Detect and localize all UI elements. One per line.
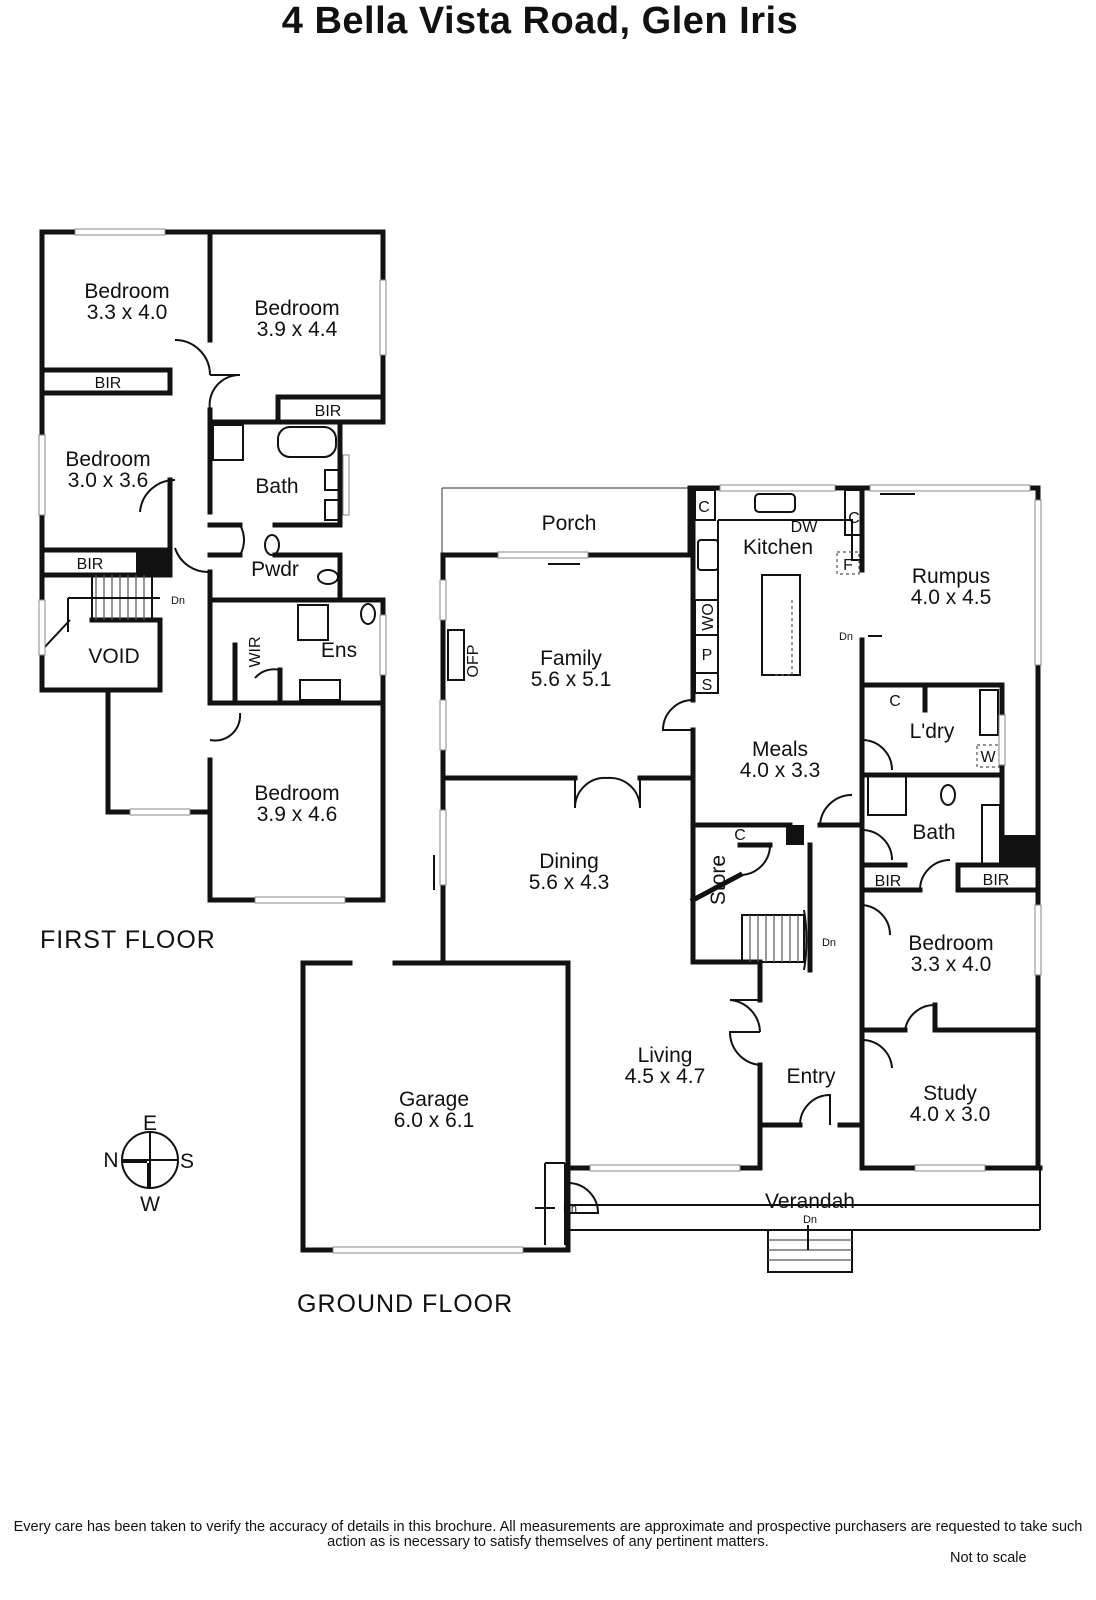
room-size: 3.3 x 4.0 <box>911 953 992 976</box>
room-name: Ens <box>321 639 357 662</box>
disclaimer: Every care has been taken to verify the … <box>13 1519 1083 1550</box>
ground-floor-walls <box>300 484 1043 1273</box>
bir-label: BIR <box>983 872 1010 889</box>
pantry-label: P <box>702 647 713 664</box>
room-name: Store <box>707 855 730 905</box>
bir-label: BIR <box>875 873 902 890</box>
room-name: Entry <box>786 1065 836 1088</box>
room-name: Bedroom <box>254 297 339 320</box>
room-size: 4.0 x 3.0 <box>910 1103 991 1126</box>
shelves-label: S <box>702 677 713 694</box>
fridge-label: F <box>843 557 853 574</box>
ground-floor-label: GROUND FLOOR <box>297 1290 513 1318</box>
not-to-scale-note: Not to scale <box>950 1550 1027 1566</box>
stairs-down-label: Dn <box>563 1203 577 1215</box>
cupboard-label: C <box>889 693 901 710</box>
stairs-down-label: Dn <box>803 1214 817 1226</box>
cupboard-label: C <box>848 510 860 527</box>
bir-label: BIR <box>77 556 104 573</box>
room-name: Bedroom <box>84 280 169 303</box>
wall-oven-label: WO <box>700 603 717 631</box>
first-floor-label: FIRST FLOOR <box>40 926 216 954</box>
room-name: Family <box>540 647 602 670</box>
cupboard-label: C <box>698 499 710 516</box>
compass-east: E <box>143 1112 157 1135</box>
room-name: Bath <box>255 475 298 498</box>
room-name: Bedroom <box>254 782 339 805</box>
room-name: Porch <box>542 512 597 535</box>
bir-label: BIR <box>95 375 122 392</box>
room-size: 3.3 x 4.0 <box>87 301 168 324</box>
room-name: Verandah <box>765 1190 855 1213</box>
room-name: Living <box>638 1044 693 1067</box>
room-size: 6.0 x 6.1 <box>394 1109 475 1132</box>
room-name: WIR <box>247 636 264 667</box>
compass-icon <box>121 1131 179 1189</box>
stairs-down-label: Dn <box>171 595 185 607</box>
room-name: VOID <box>88 645 139 668</box>
fireplace-label: OFP <box>465 645 482 678</box>
room-name: Kitchen <box>743 536 813 559</box>
room-size: 5.6 x 5.1 <box>531 668 612 691</box>
room-name: Bath <box>912 821 955 844</box>
room-size: 5.6 x 4.3 <box>529 871 610 894</box>
room-size: 3.0 x 3.6 <box>68 469 149 492</box>
page-title: 4 Bella Vista Road, Glen Iris <box>281 0 799 42</box>
first-floor-walls <box>38 228 387 904</box>
cupboard-label: C <box>734 827 746 844</box>
room-name: Study <box>923 1082 977 1105</box>
room-name: Garage <box>399 1088 469 1111</box>
room-name: Pwdr <box>251 558 299 581</box>
room-size: 4.5 x 4.7 <box>625 1065 706 1088</box>
dishwasher-label: DW <box>791 519 819 536</box>
stairs-down-label: Dn <box>839 631 853 643</box>
room-name: Bedroom <box>908 932 993 955</box>
room-name: L'dry <box>910 720 955 743</box>
room-name: Rumpus <box>912 565 990 588</box>
room-size: 3.9 x 4.4 <box>257 318 338 341</box>
bir-label: BIR <box>315 403 342 420</box>
compass-south: S <box>180 1150 194 1173</box>
stairs-down-label: Dn <box>822 937 836 949</box>
room-name: Dining <box>539 850 599 873</box>
room-name: Bedroom <box>65 448 150 471</box>
washer-label: W <box>980 749 996 766</box>
compass-north: N <box>103 1149 118 1172</box>
room-name: Meals <box>752 738 808 761</box>
room-size: 3.9 x 4.6 <box>257 803 338 826</box>
room-size: 4.0 x 4.5 <box>911 586 992 609</box>
compass-west: W <box>140 1193 160 1216</box>
room-size: 4.0 x 3.3 <box>740 759 821 782</box>
